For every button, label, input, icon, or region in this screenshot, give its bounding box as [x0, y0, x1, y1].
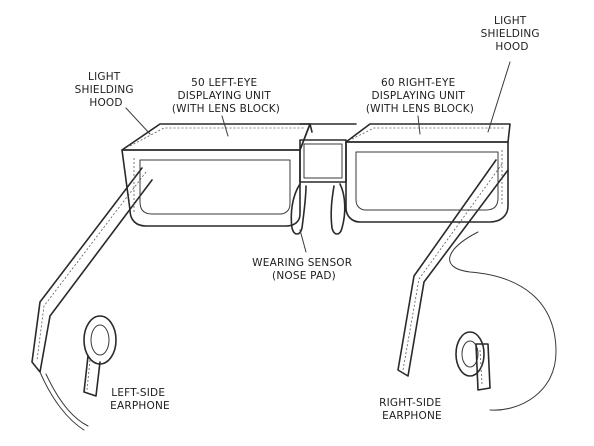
- wearing-sensor-nose-pad: [290, 183, 346, 235]
- left-unit-line-2: DISPLAYING UNIT: [177, 90, 271, 102]
- left-unit-line-1: 50 LEFT-EYE: [191, 77, 257, 89]
- right-side-earphone-label: RIGHT-SIDE EARPHONE: [379, 397, 445, 422]
- right-unit-line-3: (WITH LENS BLOCK): [366, 103, 474, 115]
- right-temple-arm: [397, 159, 509, 377]
- right-unit-line-2: DISPLAYING UNIT: [371, 90, 465, 102]
- left-side-earphone-label: LEFT-SIDE EARPHONE: [110, 387, 170, 412]
- light-shielding-hood-right-line-3: HOOD: [495, 41, 528, 53]
- light-shielding-hood-left-line-3: HOOD: [89, 97, 122, 109]
- right-eye-displaying-unit: [345, 141, 509, 223]
- left-earphone-line-1: LEFT-SIDE: [111, 387, 165, 399]
- right-eye-displaying-unit-label: 60 RIGHT-EYE DISPLAYING UNIT (WITH LENS …: [366, 77, 474, 115]
- right-earphone: [455, 331, 491, 391]
- leader-lines: [125, 61, 511, 253]
- left-unit-line-3: (WITH LENS BLOCK): [172, 103, 280, 115]
- right-unit-line-1: 60 RIGHT-EYE: [381, 77, 455, 89]
- right-earphone-line-1: RIGHT-SIDE: [379, 397, 441, 409]
- left-eye-displaying-unit-label: 50 LEFT-EYE DISPLAYING UNIT (WITH LENS B…: [172, 77, 280, 115]
- wearing-sensor-line-2: (NOSE PAD): [272, 270, 336, 282]
- wearing-sensor-line-1: WEARING SENSOR: [252, 257, 352, 269]
- light-shielding-hood-right-label: LIGHT SHIELDING HOOD: [481, 15, 544, 53]
- left-eye-displaying-unit: [121, 149, 301, 227]
- right-light-shielding-hood: [345, 123, 511, 143]
- light-shielding-hood-left-line-1: LIGHT: [88, 71, 121, 83]
- nose-bridge: [299, 139, 347, 183]
- right-earphone-line-2: EARPHONE: [382, 410, 442, 422]
- light-shielding-hood-right-line-1: LIGHT: [494, 15, 527, 27]
- left-light-shielding-hood: [121, 123, 313, 151]
- light-shielding-hood-left-label: LIGHT SHIELDING HOOD: [75, 71, 138, 109]
- left-earphone: [83, 315, 117, 397]
- light-shielding-hood-left-line-2: SHIELDING: [75, 84, 134, 96]
- wearing-sensor-label: WEARING SENSOR (NOSE PAD): [252, 257, 356, 282]
- light-shielding-hood-right-line-2: SHIELDING: [481, 28, 540, 40]
- left-temple-arm: [31, 167, 153, 431]
- right-earphone-cable: [449, 231, 557, 411]
- left-earphone-line-2: EARPHONE: [110, 400, 170, 412]
